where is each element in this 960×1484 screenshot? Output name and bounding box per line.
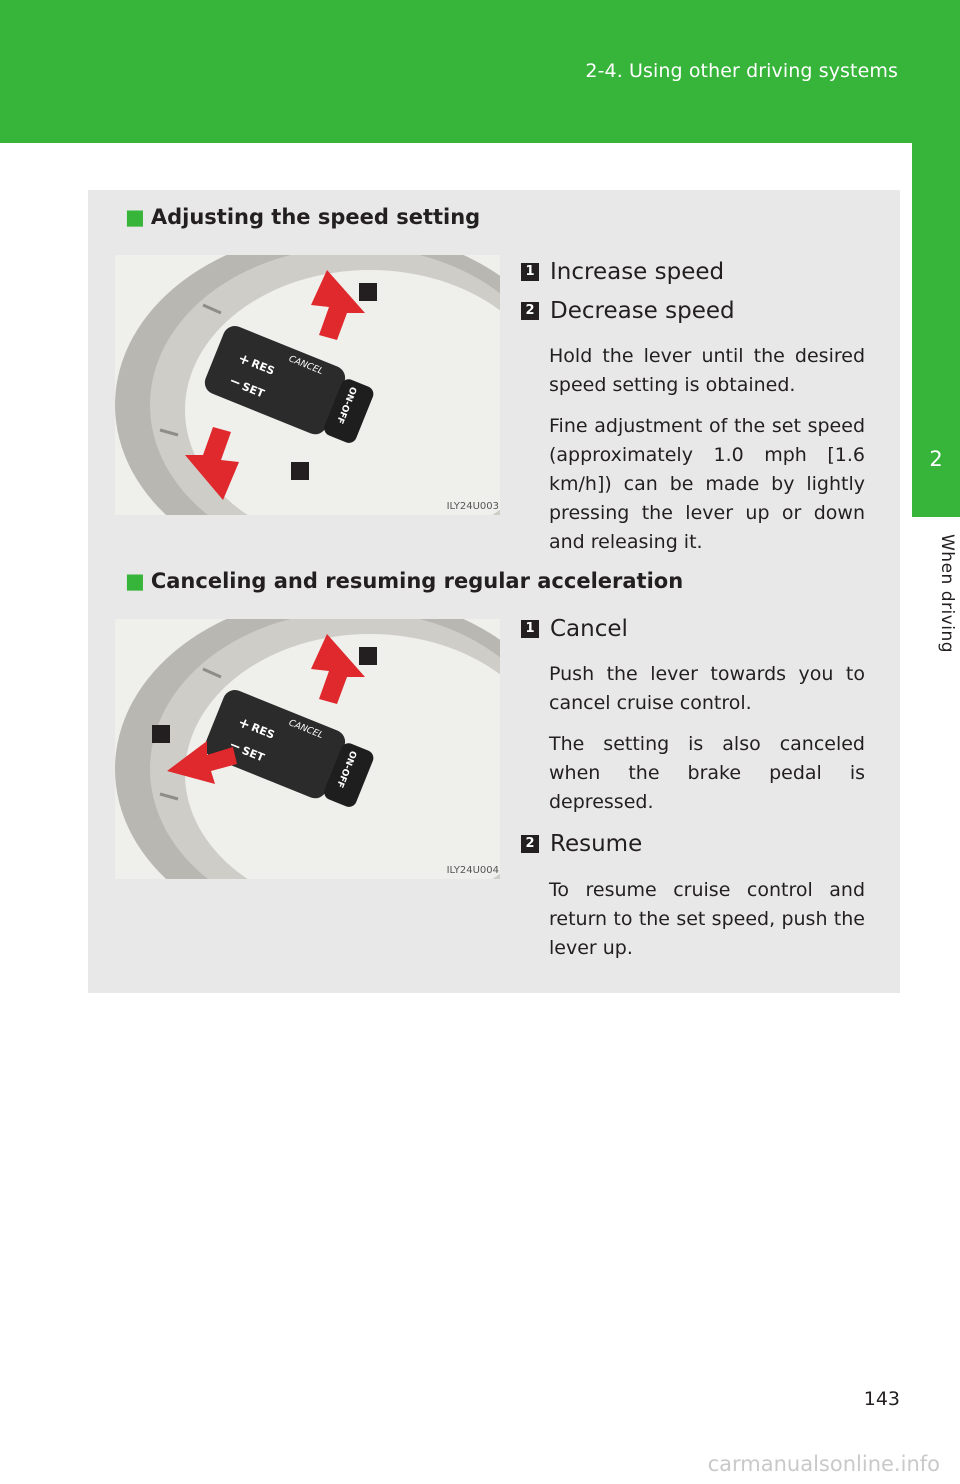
page-header: 2-4. Using other driving systems [0,0,960,143]
steering-lever-illustration: CANCEL + RES − SET ON-OFF [115,619,500,879]
paragraph-brake-cancel: The setting is also canceled when the br… [549,733,865,813]
section-heading-adjust: ■Adjusting the speed setting [125,205,481,229]
item-title: Increase speed [550,259,725,285]
chapter-side-tab [912,143,960,517]
chapter-label: When driving [937,534,957,654]
paragraph-hold-lever: Hold the lever until the desired speed s… [549,345,865,396]
arrow-up-icon [311,270,365,340]
callout-2-icon [291,462,309,480]
arrow-up-icon [311,634,365,704]
callout-1-icon [152,725,170,743]
section-heading-cancel-resume: ■Canceling and resuming regular accelera… [125,569,684,593]
paragraph-push-lever: Push the lever towards you to cancel cru… [549,663,865,714]
callout-1-icon [359,283,377,301]
arrow-down-icon [185,427,239,500]
svg-text:+: + [236,715,253,734]
list-item-cancel: 1 Cancel [521,614,871,644]
steering-lever-illustration: CANCEL + RES − SET ON-OFF [115,255,500,515]
figure-cancel-resume: CANCEL + RES − SET ON-OFF ILY24U004 [115,619,500,879]
number-badge: 1 [521,263,539,281]
item-title: Decrease speed [550,298,735,324]
list-item-increase-speed: 1 Increase speed [521,257,871,287]
callout-2-icon [359,647,377,665]
number-badge: 2 [521,302,539,320]
number-badge: 1 [521,620,539,638]
svg-text:−: − [227,373,244,392]
chapter-title: 2-4. Using other driving systems [585,60,898,82]
svg-text:+: + [236,351,253,370]
number-badge: 2 [521,835,539,853]
figure-code: ILY24U003 [446,501,499,512]
item-title: Resume [550,831,643,857]
item-title: Cancel [550,616,628,642]
paragraph-resume: To resume cruise control and return to t… [549,879,865,959]
watermark: carmanualsonline.info [707,1452,940,1476]
figure-code: ILY24U004 [446,865,499,876]
square-bullet-icon: ■ [125,569,145,593]
figure-adjust-speed: CANCEL + RES − SET ON-OFF ILY24U003 [115,255,500,515]
page-number: 143 [863,1388,900,1410]
chapter-number: 2 [929,447,943,471]
list-item-resume: 2 Resume [521,829,871,859]
list-item-decrease-speed: 2 Decrease speed [521,296,871,326]
paragraph-fine-adjustment: Fine adjustment of the set speed (approx… [549,415,865,553]
square-bullet-icon: ■ [125,205,145,229]
arrow-toward-icon [167,741,237,784]
